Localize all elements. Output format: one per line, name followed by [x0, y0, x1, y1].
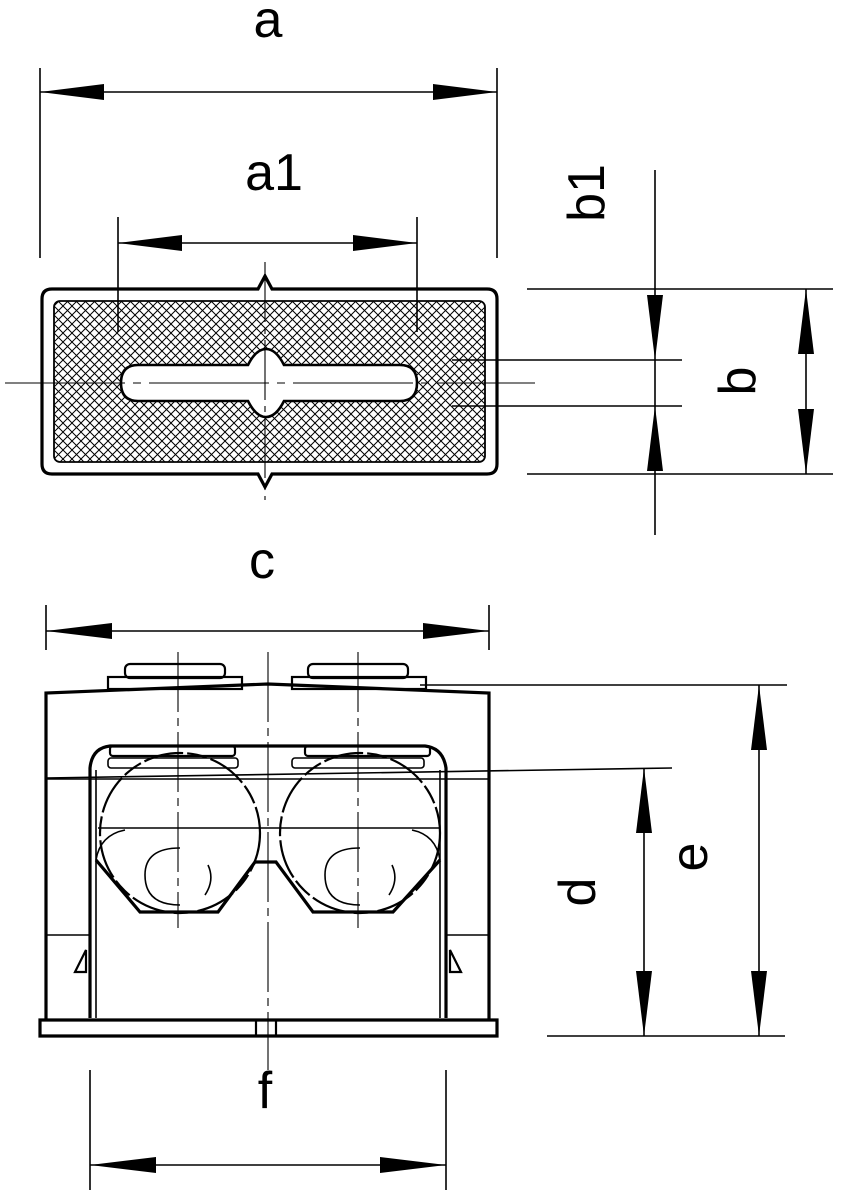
dimension-c: c — [45, 532, 490, 650]
cable-right — [278, 751, 442, 915]
top-view-outline — [40, 272, 499, 491]
dimension-a1: a1 — [117, 144, 418, 332]
arrow-head — [647, 406, 663, 471]
dimension-a: a — [39, 0, 498, 258]
arrow-head — [798, 289, 814, 354]
dimension-f: f — [89, 1062, 447, 1190]
top-view — [5, 262, 535, 500]
arrow-head — [433, 84, 497, 100]
label-e: e — [661, 843, 719, 872]
arrow-head — [90, 1157, 156, 1173]
base-plate — [38, 1018, 499, 1038]
arrow-head — [380, 1157, 446, 1173]
label-d: d — [549, 878, 607, 907]
front-view — [38, 652, 499, 1070]
arrow-head — [636, 768, 652, 833]
arrow-head — [40, 84, 104, 100]
label-b1: b1 — [558, 164, 616, 222]
label-b: b — [709, 367, 767, 396]
label-c: c — [249, 532, 275, 590]
dimension-b1: b1 — [452, 164, 682, 535]
dimension-d: d — [45, 767, 785, 1037]
arrow-head — [118, 235, 182, 251]
arrow-head — [751, 685, 767, 750]
dimension-e: e — [420, 684, 787, 1036]
dimension-b: b — [527, 288, 833, 475]
arrow-head — [46, 623, 112, 639]
label-a: a — [254, 0, 283, 49]
arrow-head — [751, 971, 767, 1036]
arrow-head — [647, 295, 663, 360]
saddle-clamp — [94, 858, 442, 914]
arrow-head — [423, 623, 489, 639]
arrow-head — [798, 409, 814, 474]
arrow-head — [353, 235, 417, 251]
label-a1: a1 — [245, 144, 303, 202]
label-f: f — [258, 1062, 273, 1120]
arrow-head — [636, 971, 652, 1036]
